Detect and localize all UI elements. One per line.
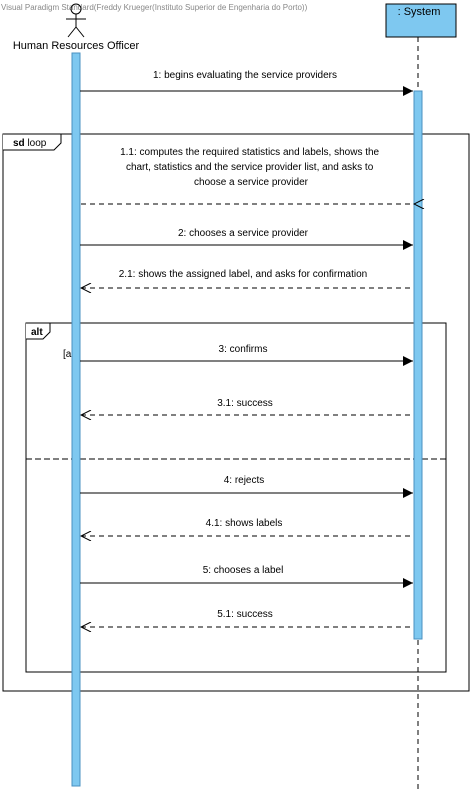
message-4-1: 4.1: shows labels: [81, 518, 414, 536]
message-5-1-label: 5.1: success: [217, 609, 273, 620]
message-2-1-label: 2.1: shows the assigned label, and asks …: [119, 269, 367, 280]
message-3: 3: confirms: [80, 344, 413, 366]
message-4-1-label: 4.1: shows labels: [206, 518, 283, 529]
loop-frame: sd loop: [2, 133, 470, 692]
message-5-label: 5: chooses a label: [203, 565, 284, 576]
alt-guard-label: [alt]: [63, 349, 79, 360]
system-activation-bar: [413, 90, 423, 640]
system-name: : System: [398, 6, 441, 18]
actor-figure-icon: [66, 3, 86, 38]
alt-frame-label: alt: [31, 327, 43, 338]
message-4: 4: rejects: [80, 475, 413, 498]
message-1-1: 1.1: computes the required statistics an…: [81, 147, 414, 204]
system-lifeline-box[interactable]: [385, 3, 457, 38]
message-3-1: 3.1: success: [81, 398, 414, 415]
message-1-1-label: 1.1: computes the required statistics an…: [120, 147, 382, 188]
message-2-1: 2.1: shows the assigned label, and asks …: [81, 269, 414, 288]
loop-frame-label: sd loop: [13, 138, 47, 149]
actor-name: Human Resources Officer: [13, 40, 140, 52]
message-2: 2: chooses a service provider: [80, 228, 413, 250]
watermark-text: Visual Paradigm Standard(Freddy Krueger(…: [1, 3, 308, 12]
message-1-label: 1: begins evaluating the service provide…: [153, 70, 337, 81]
alt-frame: alt [alt]: [25, 322, 447, 673]
message-5: 5: chooses a label: [80, 565, 413, 588]
message-1: 1: begins evaluating the service provide…: [80, 70, 413, 96]
message-2-label: 2: chooses a service provider: [178, 228, 309, 239]
message-3-1-label: 3.1: success: [217, 398, 273, 409]
actor-activation-bar: [71, 52, 81, 787]
message-3-label: 3: confirms: [219, 344, 268, 355]
message-5-1: 5.1: success: [81, 609, 414, 627]
message-4-label: 4: rejects: [224, 475, 265, 486]
